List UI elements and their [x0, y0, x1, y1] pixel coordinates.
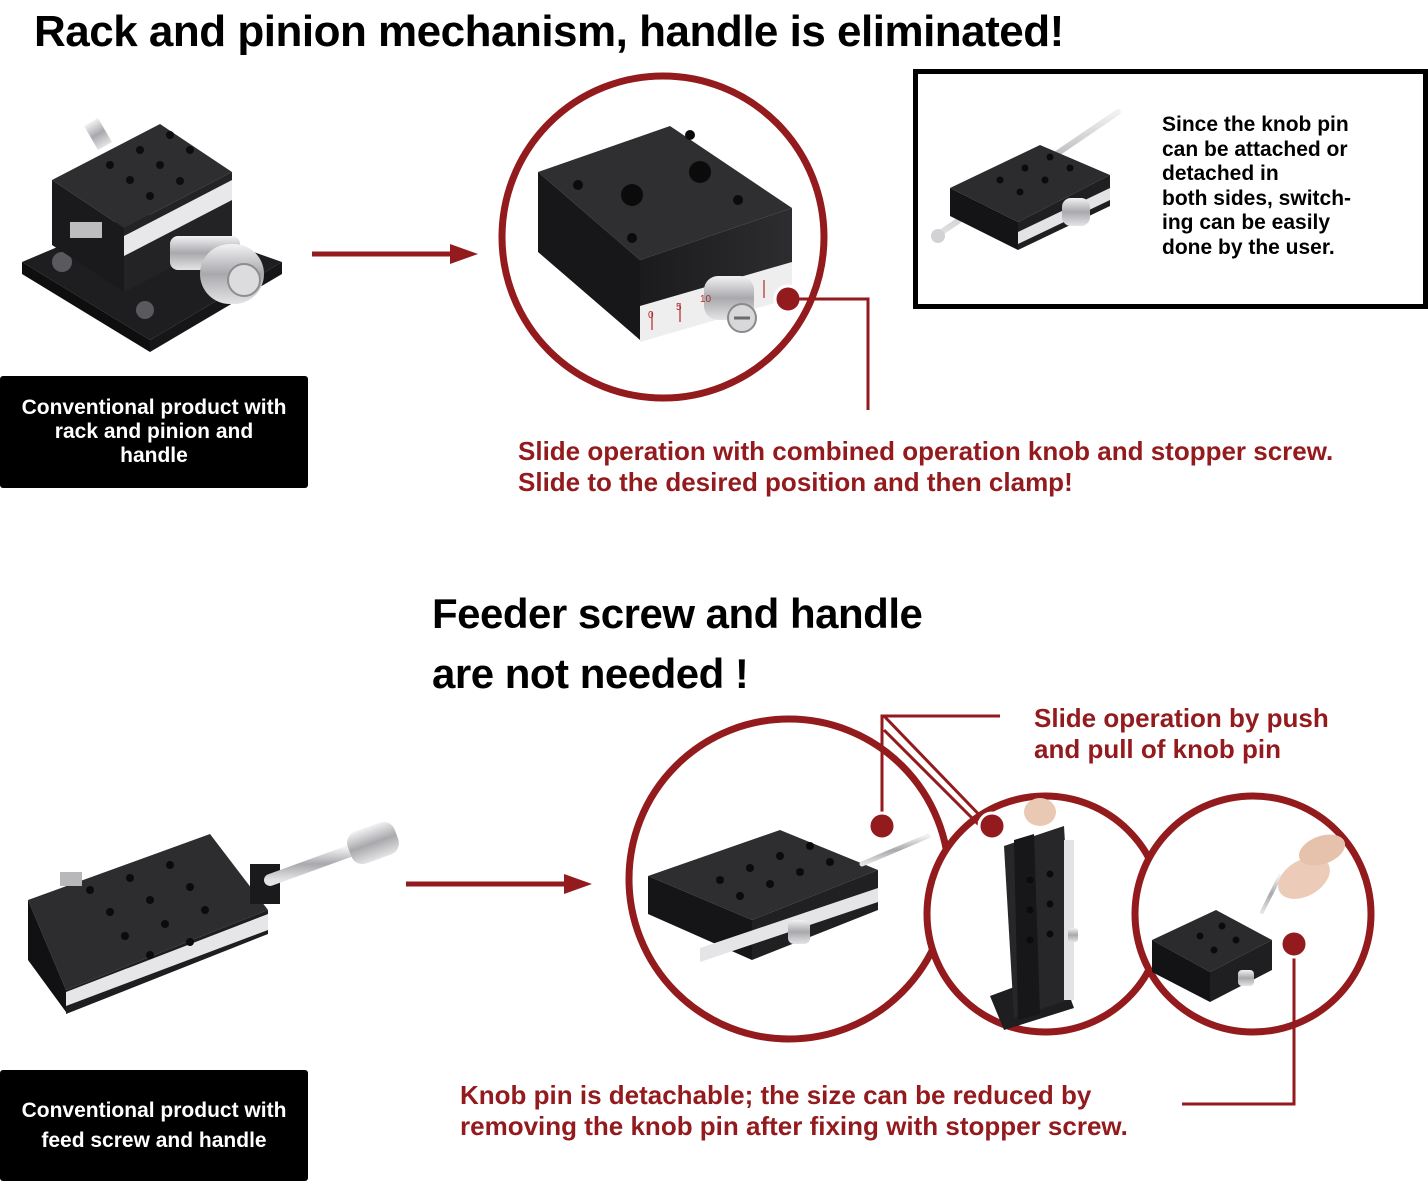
note-line: ing can be easily — [1162, 211, 1331, 234]
label-line: Conventional product with — [21, 1098, 287, 1122]
label-line: feed screw and handle — [41, 1128, 267, 1152]
note-line: both sides, switch- — [1162, 186, 1352, 210]
scale-numbers: 0 5 10 — [648, 294, 712, 321]
callout-line: Slide operation with combined operation … — [518, 436, 1334, 466]
callout-line: Slide to the desired position and then c… — [518, 467, 1073, 497]
detachable-pin-callout: Knob pin is detachable; the size can be … — [460, 1080, 1128, 1142]
push-pull-callout: Slide operation by push and pull of knob… — [1034, 703, 1329, 765]
knob-stage-zoom-circle — [498, 72, 828, 402]
scale-number: 0 — [648, 310, 654, 321]
scale-number: 5 — [676, 302, 682, 313]
push-pull-stage-zoom-circle — [625, 715, 953, 1043]
arrow-right-icon — [406, 874, 592, 894]
callout-line: removing the knob pin after fixing with … — [460, 1111, 1128, 1141]
note-line: done by the user. — [1162, 235, 1335, 259]
arrow-right-icon — [312, 244, 478, 264]
note-line: Since the knob pin — [1162, 113, 1349, 136]
conventional-rack-label: Conventional product with rack and pinio… — [0, 376, 308, 488]
scale-number: 10 — [700, 294, 712, 305]
section2-title-line1: Feeder screw and handle — [432, 590, 923, 637]
label-line: Conventional product with — [21, 396, 287, 419]
callout-line: Slide operation by push — [1034, 703, 1329, 733]
note-line: detached in — [1162, 162, 1279, 185]
double-pin-stage-image — [931, 109, 1121, 250]
callout-dot-icon — [773, 284, 870, 410]
callout-line: Knob pin is detachable; the size can be … — [460, 1080, 1092, 1110]
rack-pinion-stage-image — [22, 117, 282, 352]
label-line: rack and pinion and — [54, 420, 254, 443]
section1-title: Rack and pinion mechanism, handle is eli… — [34, 7, 1064, 56]
vertical-stage-zoom-circle — [923, 792, 1167, 1036]
callout-dot-icon — [867, 714, 1007, 841]
callout-dot-icon — [1182, 929, 1309, 1106]
conventional-feed-label: Conventional product with feed screw and… — [0, 1070, 308, 1181]
note-line: can be attached or — [1162, 137, 1348, 161]
callout-line: and pull of knob pin — [1034, 734, 1281, 764]
section2-title-line2: are not needed ! — [432, 650, 749, 697]
label-line: handle — [120, 444, 188, 467]
section2-title: Feeder screw and handle are not needed ! — [432, 584, 923, 704]
slide-knob-callout: Slide operation with combined operation … — [518, 436, 1333, 498]
feed-screw-stage-image — [28, 821, 399, 1014]
knob-pin-note-text: Since the knob pin can be attached or de… — [1162, 113, 1351, 260]
detached-pin-stage-zoom-circle — [1131, 792, 1375, 1036]
